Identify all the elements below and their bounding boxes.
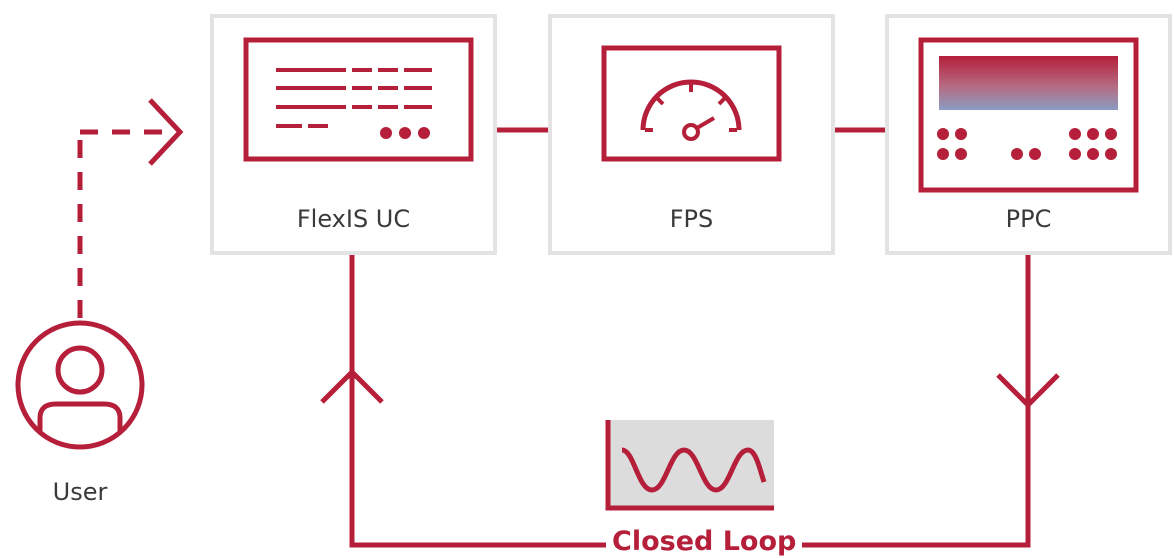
loop-down-arrow-icon bbox=[996, 373, 1060, 409]
user-icon bbox=[15, 320, 145, 450]
power-supply-icon bbox=[918, 37, 1139, 193]
ppc-label: PPC bbox=[1005, 205, 1052, 233]
closed-loop-label: Closed Loop bbox=[606, 526, 803, 557]
control-unit-icon bbox=[243, 37, 474, 162]
flexis-uc-node: FlexIS UC bbox=[210, 14, 497, 255]
flexis-uc-label: FlexIS UC bbox=[296, 205, 411, 233]
loop-up-arrow-icon bbox=[320, 368, 384, 404]
user-label: User bbox=[52, 478, 108, 506]
fps-node: FPS bbox=[548, 14, 835, 255]
fps-label: FPS bbox=[669, 205, 714, 233]
waveform-icon bbox=[605, 420, 774, 511]
user-arrowhead-icon bbox=[148, 98, 184, 166]
gauge-icon bbox=[601, 45, 782, 162]
ppc-node: PPC bbox=[885, 14, 1172, 255]
